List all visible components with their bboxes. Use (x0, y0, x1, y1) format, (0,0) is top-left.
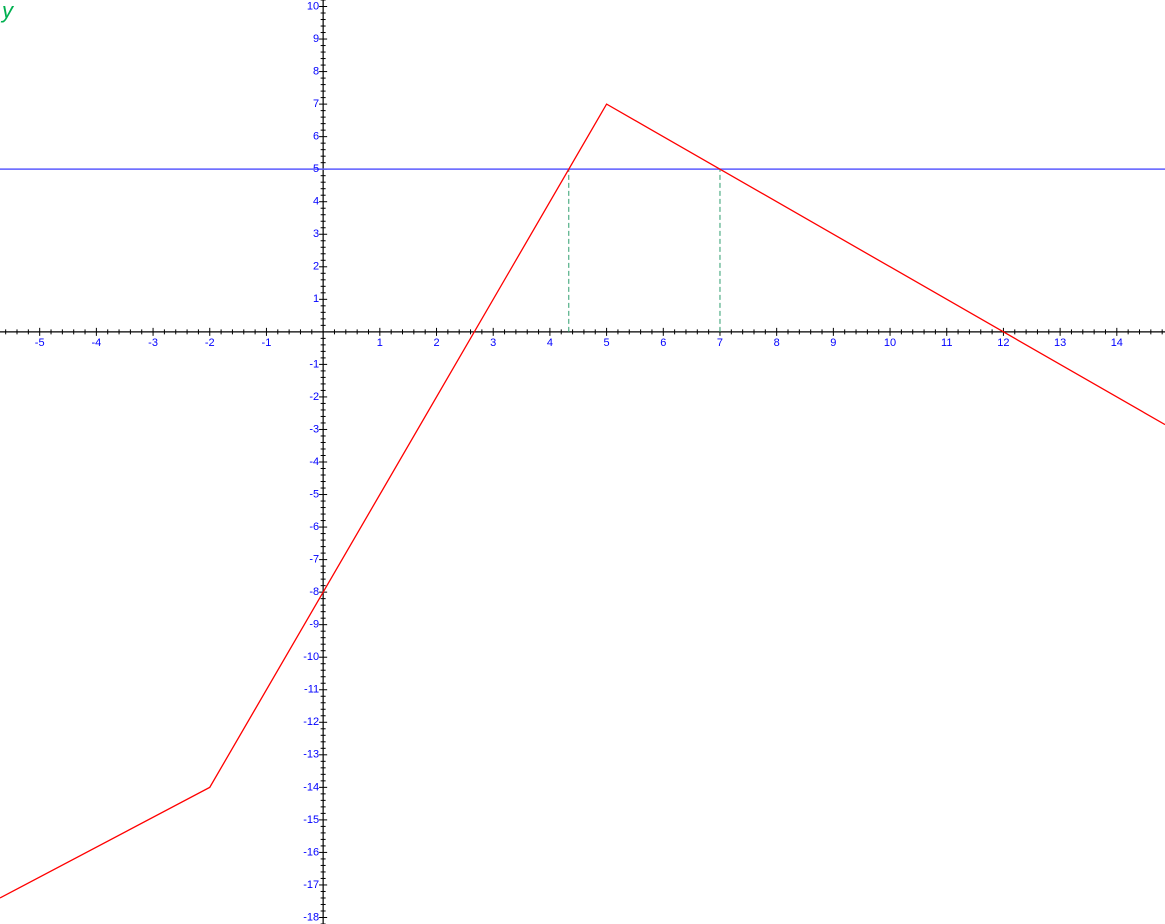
guide-lines (0, 168, 1165, 332)
y-tick-label: -7 (309, 554, 319, 566)
y-tick-label: 4 (313, 196, 319, 208)
x-tick-label: 1 (377, 337, 383, 349)
x-tick-label: -3 (148, 337, 158, 349)
y-tick-label: -6 (309, 521, 319, 533)
y-tick-label: -2 (309, 391, 319, 403)
y-tick-label: 1 (313, 293, 319, 305)
x-tick-label: 14 (1111, 337, 1123, 349)
x-tick-label: 6 (660, 337, 666, 349)
y-tick-label: 7 (313, 98, 319, 110)
y-tick-label: -3 (309, 423, 319, 435)
x-tick-label: -4 (91, 337, 101, 349)
x-tick-label: 3 (490, 337, 496, 349)
y-tick-label: -9 (309, 619, 319, 631)
y-tick-label: -15 (303, 814, 319, 826)
y-tick-label: 9 (313, 33, 319, 45)
x-tick-label: 7 (717, 337, 723, 349)
y-tick-label: -11 (304, 684, 319, 696)
y-tick-label: 3 (313, 228, 319, 240)
y-tick-label: -14 (303, 781, 319, 793)
x-tick-label: 5 (604, 337, 610, 349)
series-line (0, 103, 1165, 899)
y-tick-label: -13 (303, 749, 319, 761)
y-tick-label: -1 (309, 358, 319, 370)
y-tick-label: -16 (303, 846, 319, 858)
y-tick-label: 6 (313, 131, 319, 143)
y-tick-label: -10 (303, 651, 319, 663)
y-tick-label: 2 (313, 261, 319, 273)
x-tick-label: 13 (1054, 337, 1066, 349)
x-tick-label: 10 (884, 337, 896, 349)
y-tick-label: 10 (307, 0, 319, 12)
x-tick-label: 11 (941, 337, 952, 349)
y-tick-label: -4 (309, 456, 319, 468)
corner-label: y (0, 0, 15, 23)
x-tick-label: 8 (774, 337, 780, 349)
x-tick-label: 9 (830, 337, 836, 349)
y-tick-label: -17 (303, 879, 319, 891)
x-tick-label: 2 (433, 337, 439, 349)
y-tick-label: -18 (303, 911, 319, 923)
x-tick-label: 4 (547, 337, 553, 349)
series (0, 103, 1165, 899)
x-tick-label: -5 (35, 337, 45, 349)
x-tick-label: -2 (205, 337, 215, 349)
y-tick-label: 8 (313, 65, 319, 77)
x-tick-label: 12 (997, 337, 1009, 349)
tick-labels: -5-4-3-2-1123456789101112131415109876543… (35, 0, 1123, 923)
y-tick-label: 5 (313, 163, 319, 175)
y-tick-label: -8 (309, 586, 319, 598)
y-tick-label: -12 (303, 716, 319, 728)
y-tick-label: -5 (309, 488, 319, 500)
x-tick-label: -1 (262, 337, 272, 349)
